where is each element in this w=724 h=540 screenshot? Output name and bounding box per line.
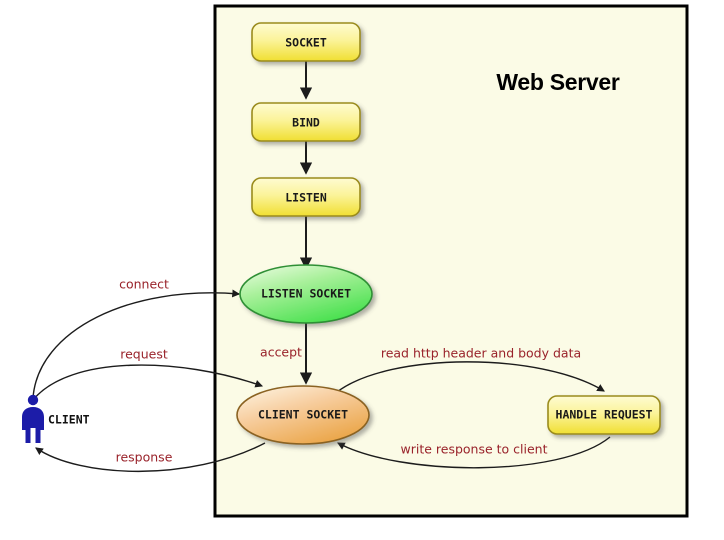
node-label-bind: BIND [292,116,320,130]
edge-label-accept: accept [260,345,302,360]
edge-label-response: response [116,450,173,465]
edge-label-read-http: read http header and body data [381,346,581,361]
node-label-client-socket: CLIENT SOCKET [258,408,348,422]
node-listen[interactable]: LISTEN [251,177,361,217]
edge-label-write-response: write response to client [400,442,547,457]
node-socket[interactable]: SOCKET [251,22,361,62]
edge-response: response [35,442,266,473]
edge-connect: connect [32,277,241,399]
client-actor[interactable]: CLIENT [22,394,90,443]
person-icon [22,394,44,443]
node-client-socket[interactable]: CLIENT SOCKET [236,385,370,445]
node-label-listen: LISTEN [285,191,327,205]
node-label-listen-socket: LISTEN SOCKET [261,287,351,301]
edge-label-connect: connect [119,277,169,292]
node-listen-socket[interactable]: LISTEN SOCKET [239,264,373,324]
node-label-handle-request: HANDLE REQUEST [556,408,653,422]
edge-label-request: request [120,347,168,362]
edge-request: request [32,347,264,401]
edge-write-response: write response to client [337,436,611,469]
node-label-socket: SOCKET [285,36,327,50]
node-handle-request[interactable]: HANDLE REQUEST [547,395,661,435]
node-bind[interactable]: BIND [251,102,361,142]
client-actor-label: CLIENT [48,413,90,427]
edge-read-http: read http header and body data [336,346,605,393]
frame-title: Web Server [496,69,619,95]
edge-accept: accept [260,323,313,385]
